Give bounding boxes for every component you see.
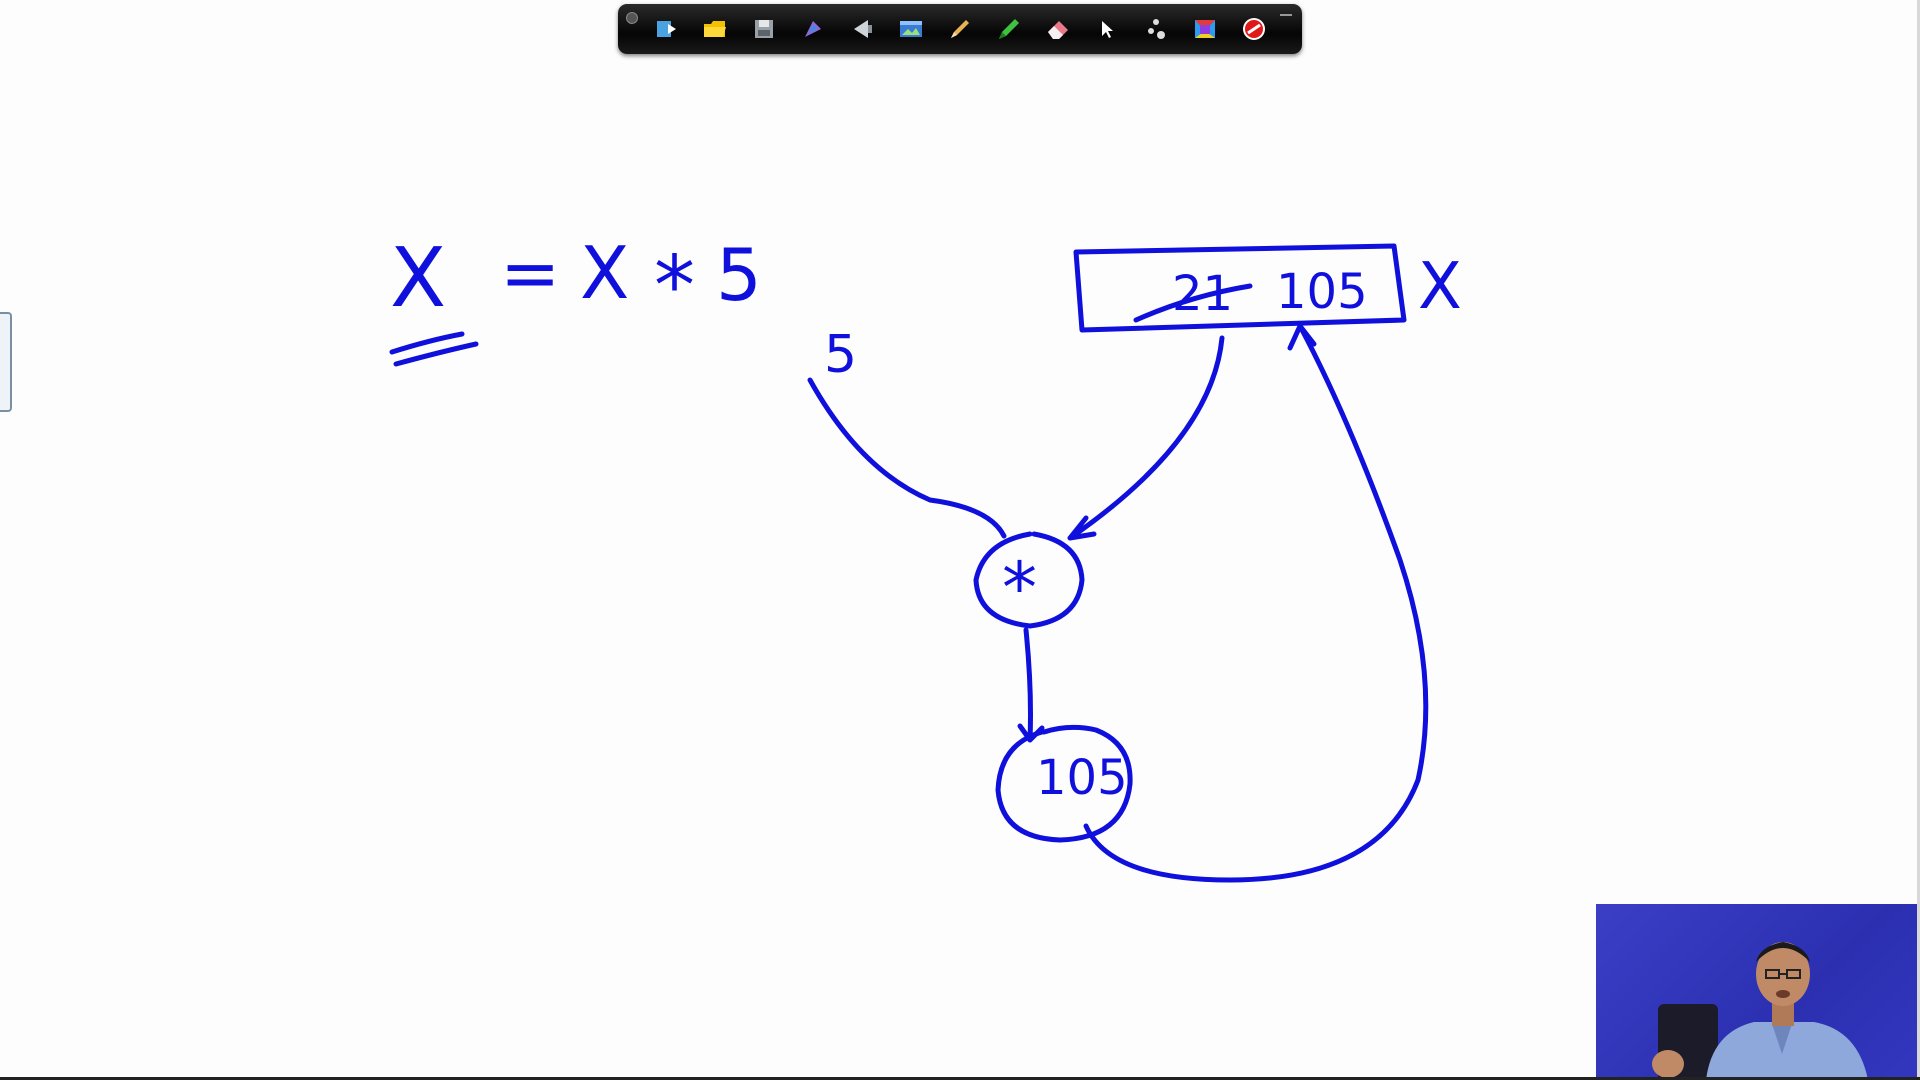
old-value-strikethrough bbox=[1133, 283, 1253, 323]
previous-icon[interactable] bbox=[844, 11, 880, 47]
memory-box bbox=[1073, 243, 1407, 333]
edge-result-to-x bbox=[1083, 323, 1429, 883]
edge-operator-to-result bbox=[1017, 627, 1045, 743]
folder-icon[interactable] bbox=[697, 11, 733, 47]
eraser-icon[interactable] bbox=[1040, 11, 1076, 47]
edge-constant-to-operator bbox=[807, 377, 1007, 539]
shapes-icon[interactable] bbox=[1138, 11, 1174, 47]
lhs-double-underline bbox=[389, 331, 479, 367]
presenter-figure bbox=[1652, 942, 1868, 1080]
highlighter-icon[interactable] bbox=[991, 11, 1027, 47]
operator-node-symbol: * bbox=[1002, 547, 1037, 629]
operator-node: * bbox=[973, 531, 1085, 629]
pointer-icon[interactable] bbox=[1089, 11, 1125, 47]
result-node-value: 105 bbox=[1036, 750, 1128, 806]
pencil-icon[interactable] bbox=[942, 11, 978, 47]
stop-icon[interactable] bbox=[1236, 11, 1272, 47]
equation-lhs-variable: X bbox=[390, 231, 446, 326]
memory-cell-x: 21 105 X bbox=[1073, 243, 1462, 333]
bottom-border bbox=[0, 1077, 1920, 1080]
equation-operator: * bbox=[654, 239, 695, 334]
screen-capture-icon[interactable] bbox=[893, 11, 929, 47]
equation: X = X * 5 bbox=[389, 231, 762, 367]
color-palette-icon[interactable] bbox=[1187, 11, 1223, 47]
equation-equals-sign: = bbox=[500, 231, 560, 315]
presenter-webcam bbox=[1596, 904, 1920, 1080]
memory-variable-label: X bbox=[1418, 250, 1462, 324]
operator-node-circle bbox=[973, 531, 1085, 629]
result-node-circle bbox=[995, 724, 1133, 843]
equation-constant: 5 bbox=[716, 233, 762, 317]
window-edge bbox=[1917, 0, 1920, 1080]
pen-icon[interactable] bbox=[795, 11, 831, 47]
annotation-toolbar bbox=[618, 4, 1302, 54]
edge-x-to-operator bbox=[1067, 335, 1225, 541]
next-page-icon[interactable] bbox=[648, 11, 684, 47]
input-constant-label: 5 bbox=[824, 325, 857, 385]
side-panel-handle[interactable] bbox=[0, 312, 12, 412]
save-icon[interactable] bbox=[746, 11, 782, 47]
equation-rhs-variable: X bbox=[580, 231, 629, 315]
result-node: 105 bbox=[995, 724, 1133, 843]
memory-new-value: 105 bbox=[1276, 264, 1368, 320]
